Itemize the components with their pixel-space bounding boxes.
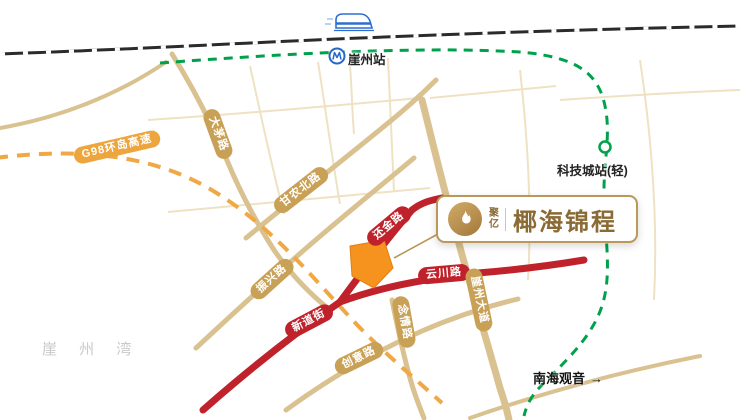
road-damao xyxy=(169,51,333,313)
road-zhenxing xyxy=(193,155,417,351)
leader-line xyxy=(393,233,439,259)
brand-flame-icon xyxy=(448,202,482,236)
road-yazhou-avenue xyxy=(418,96,513,420)
yazhou-station-label: 崖州站 xyxy=(348,53,386,67)
bay-name: 崖 州 湾 xyxy=(42,341,141,358)
road-bottomright xyxy=(468,354,702,420)
guanyin-landmark: 南海观音 → xyxy=(533,368,603,387)
brand-plate: 聚 亿 椰海锦程 xyxy=(436,195,638,243)
guanyin-label: 南海观音 xyxy=(533,371,586,386)
g98-expressway-line xyxy=(0,151,444,405)
brand-prefix: 聚 亿 xyxy=(489,207,506,231)
railway-line xyxy=(0,24,740,56)
yazhou-station-icon xyxy=(328,47,346,65)
brand-prefix-bottom: 亿 xyxy=(489,219,499,230)
minor-roads xyxy=(147,57,740,301)
tech-city-station-label: 科技城站(轻) xyxy=(557,164,628,178)
road-topleft xyxy=(0,60,168,130)
tech-city-station-icon xyxy=(598,140,612,154)
local-roads xyxy=(0,51,702,420)
arrow-right-icon: → xyxy=(590,371,604,386)
light-rail-line xyxy=(159,48,609,417)
brand-prefix-top: 聚 xyxy=(489,207,499,219)
train-icon xyxy=(325,13,374,32)
brand-name: 椰海锦程 xyxy=(513,209,617,236)
